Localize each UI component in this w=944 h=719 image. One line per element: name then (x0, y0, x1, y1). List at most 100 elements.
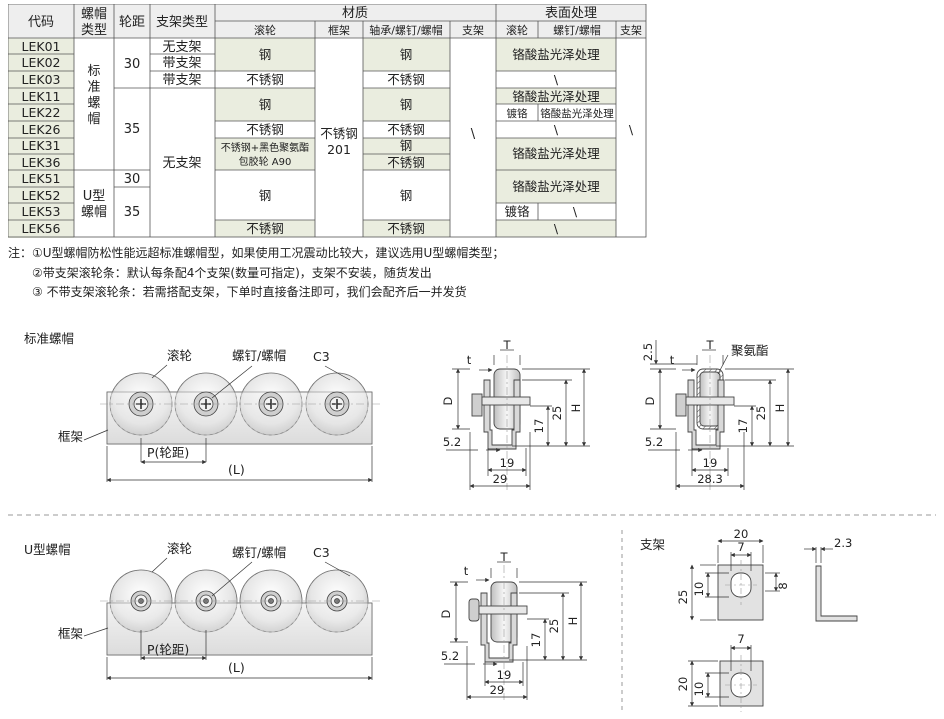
dim-D: D (643, 396, 657, 405)
th-s-roller: 滚轮 (506, 23, 528, 37)
frame-material-1: 不锈钢 (320, 126, 358, 141)
th-bracket: 支架 (462, 24, 484, 37)
dim-20: 20 (676, 677, 690, 692)
bracket-title: 支架 (640, 537, 665, 552)
bearing-stainless: 不锈钢 (387, 155, 425, 170)
dim-19: 19 (703, 456, 718, 470)
u-title: U型螺帽 (24, 542, 71, 557)
bracket-front-view: 20 7 25 10 8 (676, 527, 790, 621)
label-c3: C3 (313, 545, 330, 560)
dim-52: 5.2 (441, 649, 459, 663)
dim-2-3: 2.3 (834, 536, 852, 550)
note-2: ②带支架滚轮条：默认每条配4个支架(数量可指定)，支架不安装，随货发出 (32, 265, 432, 280)
dim-19: 19 (497, 668, 512, 682)
label-polyurethane: 聚氨酯 (731, 343, 769, 358)
dim-17: 17 (736, 419, 750, 434)
surface-dash: \ (554, 122, 559, 137)
bracket-type-cell: 无支架 (162, 40, 201, 55)
notes: 注：①U型螺帽防松性能远超标准螺帽型，如果使用工况震动比较大，建议选用U型螺帽类… (8, 244, 504, 303)
surface-chromate: 铬酸盐光泽处理 (512, 179, 600, 194)
th-code: 代码 (28, 15, 54, 30)
code-cell: LEK31 (22, 138, 61, 153)
dim-T: T (705, 338, 714, 352)
roller-steel: 钢 (259, 47, 272, 62)
bracket-type-cell: 带支架 (162, 56, 201, 71)
code-cell: LEK56 (22, 221, 61, 236)
label-frame: 框架 (58, 429, 83, 444)
th-frame: 框架 (328, 24, 350, 37)
pu-side-section: T t 2.5 D 17 25 H 5.2 19 28.3 聚氨酯 (641, 338, 794, 490)
bracket-dash: \ (471, 127, 476, 142)
th-bearing: 轴承/螺钉/螺帽 (369, 23, 442, 37)
nut-type-standard-2: 准 (87, 80, 100, 95)
roller-stainless: 不锈钢 (246, 72, 284, 87)
code-cell: LEK11 (22, 89, 61, 104)
dim-2-5: 2.5 (641, 343, 655, 361)
dim-29: 29 (493, 472, 508, 486)
code-cell: LEK53 (22, 204, 61, 219)
th-surface: 表面处理 (545, 6, 597, 21)
dim-t: t (467, 353, 472, 367)
dim-28-3: 28.3 (697, 472, 723, 486)
code-cell: LEK52 (22, 188, 61, 203)
dim-D: D (441, 396, 455, 405)
nut-type-standard-1: 标 (87, 64, 100, 79)
label-pitch: P(轮距) (147, 445, 189, 460)
note-1: 注：①U型螺帽防松性能远超标准螺帽型，如果使用工况震动比较大，建议选用U型螺帽类… (8, 246, 505, 260)
bracket-side-view: 2.3 (804, 536, 858, 622)
th-roller: 滚轮 (254, 23, 276, 37)
dim-20: 20 (734, 527, 749, 541)
bearing-stainless: 不锈钢 (387, 72, 425, 87)
surface-dash: \ (554, 72, 559, 87)
dim-52: 5.2 (443, 435, 461, 449)
surface-chromate-small: 铬酸盐光泽处理 (540, 107, 614, 120)
bearing-steel: 钢 (400, 47, 413, 62)
pitch-cell: 35 (124, 122, 141, 137)
code-cell: LEK01 (22, 39, 61, 54)
surface-chromate: 铬酸盐光泽处理 (512, 89, 600, 104)
label-frame: 框架 (58, 626, 83, 641)
surface-bracket-dash: \ (629, 122, 634, 137)
th-pitch: 轮距 (119, 15, 145, 30)
dim-T: T (499, 550, 508, 564)
surface-chrome: 镀铬 (504, 204, 530, 219)
bearing-steel: 钢 (400, 138, 413, 153)
roller-stainless-pu-1: 不锈钢+黑色聚氨酯 (221, 141, 309, 154)
dim-52: 5.2 (645, 435, 663, 449)
dim-T: T (502, 338, 511, 352)
surface-chromate: 铬酸盐光泽处理 (512, 47, 600, 62)
pitch-cell: 30 (124, 57, 141, 72)
bracket-top-view: 7 20 10 (676, 632, 764, 712)
dim-17: 17 (532, 419, 546, 434)
code-cell: LEK26 (22, 122, 61, 137)
th-material: 材质 (342, 6, 368, 21)
roller-stainless-pu-2: 包胶轮 A90 (239, 155, 292, 168)
label-length: (L) (228, 462, 245, 477)
roller-steel: 钢 (259, 97, 272, 112)
bearing-steel: 钢 (400, 97, 413, 112)
u-front-view: 滚轮 螺钉/螺帽 C3 框架 P(轮距) (L) (58, 541, 380, 681)
code-cell: LEK36 (22, 155, 61, 170)
dim-H: H (566, 617, 580, 626)
spec-table: 代码 螺帽 类型 轮距 支架类型 材质 表面处理 滚轮 框架 轴承/螺钉/螺帽 … (8, 4, 647, 238)
dim-t: t (670, 353, 675, 367)
bracket-type-cell: 无支架 (162, 156, 201, 171)
surface-dash: \ (573, 204, 578, 219)
pitch-cell: 35 (124, 205, 141, 220)
dim-17: 17 (529, 633, 543, 648)
surface-dash: \ (554, 221, 559, 236)
std-front-view: 滚轮 螺钉/螺帽 C3 框架 P(轮距) (L) (58, 348, 380, 483)
label-screw-nut: 螺钉/螺帽 (232, 348, 286, 363)
frame-material-2: 201 (327, 142, 351, 157)
roller-stainless: 不锈钢 (246, 122, 284, 137)
th-s-screw: 螺钉/螺帽 (553, 24, 601, 37)
bearing-stainless: 不锈钢 (387, 221, 425, 236)
dim-25: 25 (676, 590, 690, 605)
th-s-bracket: 支架 (620, 24, 642, 37)
surface-chromate: 铬酸盐光泽处理 (512, 146, 600, 161)
dim-25: 25 (754, 406, 768, 421)
th-nut-type-1: 螺帽 (81, 6, 107, 22)
nut-type-standard-3: 螺 (87, 96, 100, 111)
label-roller: 滚轮 (167, 541, 192, 556)
bracket-type-cell: 带支架 (162, 73, 201, 88)
